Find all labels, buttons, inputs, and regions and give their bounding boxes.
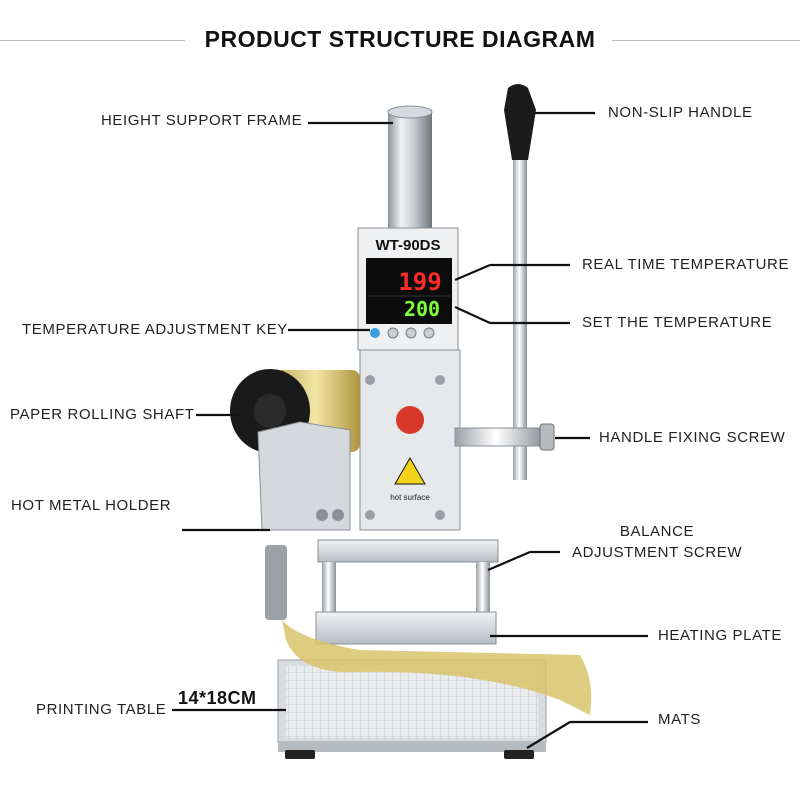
label-real-time-temperature: REAL TIME TEMPERATURE — [582, 256, 790, 273]
label-height-support-frame: HEIGHT SUPPORT FRAME — [101, 112, 303, 129]
label-handle-fixing-screw: HANDLE FIXING SCREW — [599, 429, 786, 446]
warning-label: hot surface — [390, 493, 430, 502]
real-temperature-readout: 199 — [398, 268, 441, 296]
label-mats: MATS — [658, 711, 701, 728]
balance-adjustment-screws[interactable] — [317, 539, 499, 612]
label-non-slip-handle: NON-SLIP HANDLE — [608, 104, 753, 121]
title-rule-left — [0, 40, 185, 41]
label-heating-plate: HEATING PLATE — [658, 627, 782, 644]
gold-foil-ribbon — [282, 620, 592, 715]
non-slip-handle[interactable] — [504, 84, 536, 160]
label-hot-metal-holder: HOT METAL HOLDER — [11, 497, 172, 514]
label-paper-rolling-shaft: PAPER ROLLING SHAFT — [10, 406, 195, 423]
control-box: WT-90DS 199 200 — [357, 227, 459, 351]
heating-plate — [315, 611, 497, 645]
handle-fixing-bar — [454, 427, 546, 447]
title-rule-right — [612, 40, 800, 41]
label-temperature-adjustment-key: TEMPERATURE ADJUSTMENT KEY — [22, 321, 288, 338]
callout-lines — [172, 111, 648, 749]
model-label: WT-90DS — [375, 237, 440, 254]
handle-rod — [513, 160, 527, 480]
head-housing: hot surface — [359, 349, 461, 531]
height-support-pillar — [388, 110, 432, 235]
handle-fixing-screw[interactable] — [539, 423, 555, 451]
page-title: PRODUCT STRUCTURE DIAGRAM — [204, 26, 596, 52]
label-set-the-temperature: SET THE TEMPERATURE — [582, 314, 773, 331]
set-temperature-readout: 200 — [404, 297, 440, 321]
label-balance-adjustment-screw: BALANCE ADJUSTMENT SCREW — [572, 521, 742, 563]
label-balance-line1: BALANCE — [619, 523, 695, 540]
table-size-dimension: 14*18CM — [178, 688, 257, 708]
mats — [285, 750, 534, 759]
temperature-adjustment-keys[interactable] — [370, 327, 435, 339]
hot-metal-holder — [257, 421, 351, 620]
label-printing-table: PRINTING TABLE — [36, 701, 167, 718]
label-balance-line2: ADJUSTMENT SCREW — [572, 544, 743, 561]
temperature-display — [366, 258, 452, 324]
